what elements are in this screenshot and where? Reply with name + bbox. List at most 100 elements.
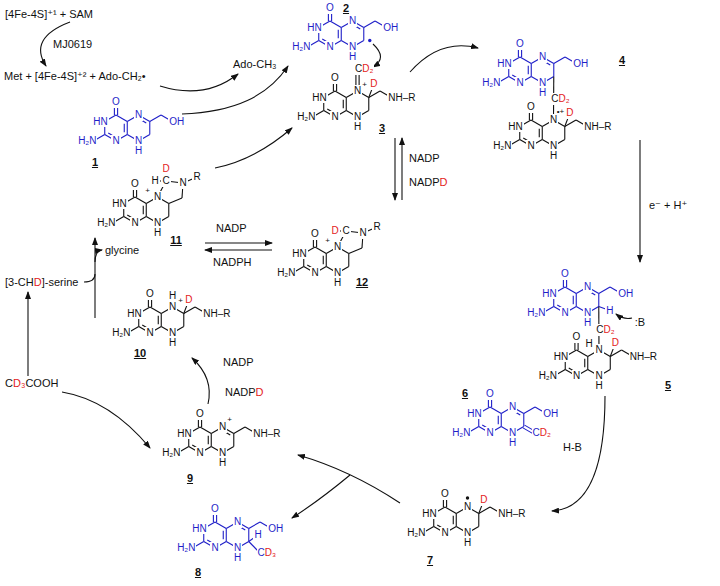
atom-label: N [539,51,546,62]
compound-number: 7 [426,554,434,567]
compound-number: 10 [134,347,146,359]
reagent-label: NADP [408,152,441,165]
atom-label: C [341,225,350,237]
bond-line [523,414,524,427]
atom-label: N [130,217,139,229]
reagent-label: NADP [223,356,254,368]
atom-label: D₂ [559,93,570,104]
atom-label: O [326,2,334,13]
atom-label: H₂N [291,41,311,53]
reagent-label: Met + [4Fe-4S]⁺² + Ado-CH₂• [3,70,147,83]
bond-line [348,254,349,267]
atom-label: N [196,447,203,458]
reaction-arrow [215,128,292,168]
atom-label: N [441,527,448,538]
compound-number: 2 [342,2,350,15]
atom-label: O [330,72,340,84]
atom-label: OH [572,58,589,70]
reagent-label: D [34,276,42,288]
atom-label: O [130,178,140,190]
atom-label: O [195,408,205,420]
atom-label: C [355,63,362,74]
compound-number: 8 [194,566,202,579]
charge-label: + [178,296,183,305]
atom-label: N [153,191,162,203]
atom-label: O [146,288,154,299]
compound-number: 9 [186,472,194,485]
atom-label: O [441,488,449,499]
charge-label: •+ [557,107,564,116]
atom-label: D [479,494,488,506]
reagent-label: e⁻ + H⁺ [649,199,687,211]
atom-label: N [595,344,602,355]
compound-number: 10 [133,347,147,360]
atom-label: HN [127,308,141,319]
reaction-arrow [95,250,102,262]
atom-label: N [145,327,154,339]
atom-label: H [464,537,471,548]
atom-label: H [606,305,613,316]
atom-label: N [515,77,524,89]
atom-label: N [218,421,227,433]
bond-line [364,21,375,28]
bond-line [531,120,542,127]
atom-label: N [550,114,557,125]
atom-label: H₂N [406,527,426,539]
bond-line [208,436,209,444]
atom-label: H [218,457,227,469]
atom-label: HN [192,523,206,534]
atom-label: N [112,135,119,146]
atom-label: N [325,41,334,53]
atom-label: H₂N [112,327,130,338]
compound-number: 5 [665,379,671,391]
reaction-arrow [639,140,640,262]
atom-label: HN [553,351,569,363]
atom-label: R [373,221,380,232]
bond-line [599,287,610,294]
atom-label: HN [542,288,556,299]
atom-label: D₂ [362,63,373,74]
atom-label: HN [496,58,512,70]
atom-label: O [131,178,139,189]
bond-line [524,407,535,414]
atom-label: H₂N [451,427,471,439]
atom-label: N [349,15,356,26]
reagent-label: [4Fe-4S]⁺¹ + SAM [5,8,93,20]
atom-label: H [349,51,356,62]
reagent-label: NADPH [212,256,253,269]
compound-number: 9 [187,472,193,484]
atom-label: N [509,401,516,412]
bond-line [135,197,146,204]
atom-label: N [560,307,569,319]
atom-label: HN [111,198,127,210]
charge-label: + [325,236,330,245]
atom-label: N [508,401,517,413]
reaction-arrow [410,46,478,72]
compound-number: 1 [91,156,99,169]
bond-line [150,115,161,122]
atom-label: H₂N [97,217,115,228]
reagent-label: MJ0619 [53,38,92,50]
bond-line [127,122,128,135]
bond-line [587,357,588,370]
atom-label: NH–R [583,121,612,133]
reagent-label: NADPH [213,256,252,268]
atom-label: N [234,516,241,527]
equilibrium-arrow [205,242,272,243]
charge-label: •+ [557,107,564,116]
atom-label: N [311,267,318,278]
atom-label: HN [508,121,522,132]
atom-label: O [515,38,525,50]
atom-label: CD₂ [354,63,374,75]
atom-label: N [331,111,338,122]
atom-label: H [234,552,241,563]
atom-label: O [211,503,219,514]
atom-label: N [348,15,357,27]
atom-label: H [584,338,593,350]
atom-label: H [595,380,602,391]
compound-number: 1 [92,156,98,168]
atom-label: C [258,547,265,558]
atom-label: HN [421,508,437,520]
atom-label: O [485,388,495,400]
